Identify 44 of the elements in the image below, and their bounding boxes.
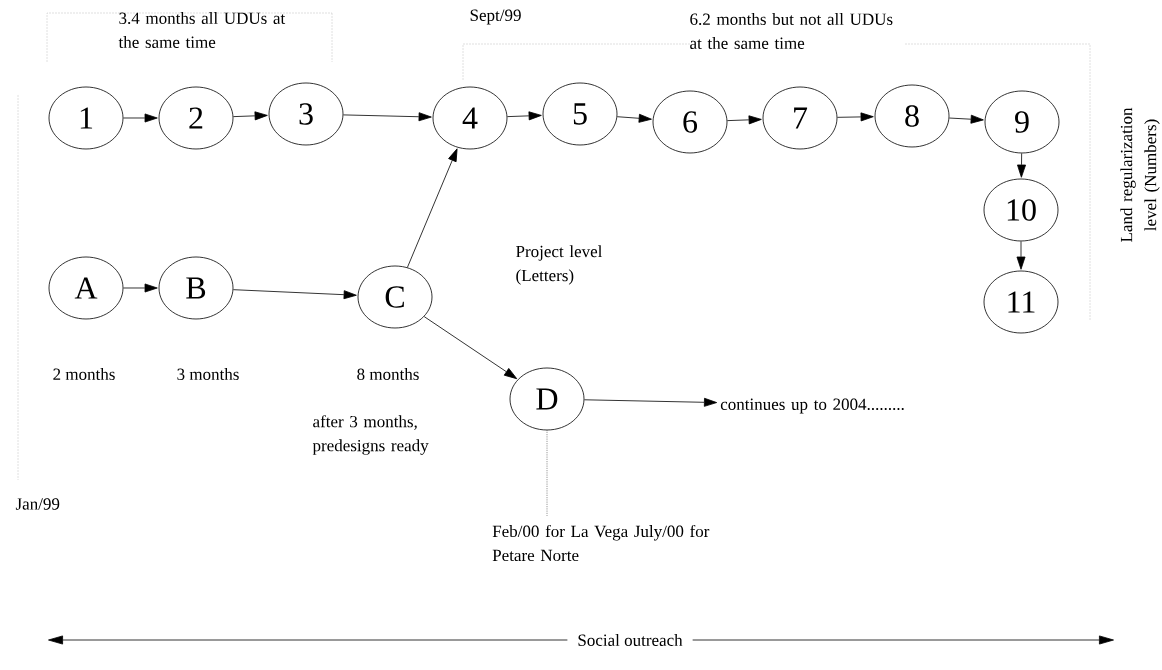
circle-node: C bbox=[357, 265, 433, 329]
arrow bbox=[584, 397, 718, 407]
circle-node: D bbox=[509, 367, 585, 431]
circle-node: 9 bbox=[984, 90, 1060, 154]
arrow bbox=[123, 283, 158, 293]
note-text: after 3 months, predesigns ready bbox=[312, 415, 429, 455]
note-text: Jan/99 bbox=[15, 498, 60, 510]
note-text: 3.4 months all UDUs at the same time bbox=[118, 12, 286, 48]
note-text: Sept/99 bbox=[470, 9, 521, 25]
arrow bbox=[616, 113, 652, 123]
duration-label: 8 months bbox=[357, 368, 419, 380]
circle-node: 6 bbox=[652, 90, 728, 154]
duration-label: 2 months bbox=[53, 368, 115, 380]
arrow bbox=[407, 148, 458, 268]
circle-node: 10 bbox=[983, 178, 1059, 242]
duration-label: 3 months bbox=[177, 368, 239, 380]
circle-node: 2 bbox=[158, 86, 234, 150]
leader-line bbox=[546, 430, 548, 517]
arrow bbox=[1017, 153, 1026, 178]
axis-label: Land regularization level (Numbers) bbox=[1120, 107, 1160, 242]
circle-node: 4 bbox=[432, 86, 508, 150]
circle-node: A bbox=[48, 256, 124, 320]
arrow bbox=[837, 112, 874, 122]
arrow bbox=[343, 112, 432, 122]
circle-node: 7 bbox=[762, 86, 838, 150]
circle-node: B bbox=[158, 256, 234, 320]
arrow bbox=[506, 111, 542, 121]
arrow bbox=[423, 316, 518, 380]
circle-node: 3 bbox=[268, 82, 344, 146]
circle-node: 5 bbox=[542, 82, 618, 146]
note-text: Project level (Letters) bbox=[516, 245, 603, 285]
arrow bbox=[232, 111, 268, 121]
circle-node: 11 bbox=[983, 270, 1059, 334]
note-text: 6.2 months but not all UDUs at the same time bbox=[690, 13, 893, 49]
note-text: continues up to 2004......... bbox=[720, 398, 904, 414]
arrow bbox=[232, 289, 357, 300]
arrow bbox=[1016, 241, 1026, 270]
circle-node: 8 bbox=[874, 84, 950, 148]
arrow bbox=[948, 114, 984, 124]
arrow bbox=[726, 115, 762, 125]
arrow bbox=[123, 113, 158, 123]
note-text: Feb/00 for La Vega July/00 for Petare Norte bbox=[492, 524, 710, 562]
note-text: Social outreach bbox=[567, 630, 693, 650]
circle-node: 1 bbox=[48, 86, 124, 150]
